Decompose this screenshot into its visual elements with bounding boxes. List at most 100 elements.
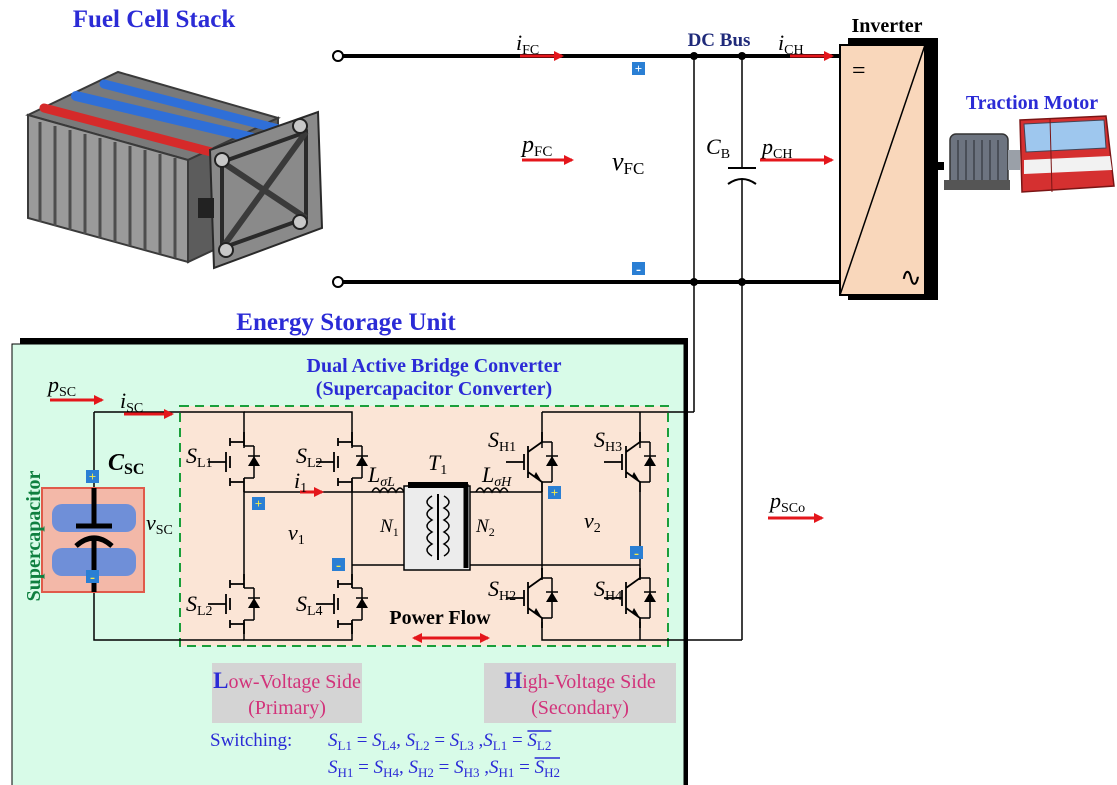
svg-text:iFC: iFC — [516, 30, 539, 58]
svg-text:SH4: SH4 — [594, 576, 622, 604]
row1-op-7: , — [474, 730, 484, 751]
label-n-1-sub: 1 — [393, 525, 399, 539]
svg-text:CSC: CSC — [108, 450, 144, 478]
marker-plus-v1: + — [255, 496, 262, 511]
label-s-h1-sub: H1 — [499, 440, 516, 455]
row2-op-7: , — [480, 757, 490, 778]
row2-term-8-main: S — [489, 757, 499, 778]
row1-term-10-sub: L2 — [537, 738, 551, 753]
label-s-l1-main: S — [186, 443, 197, 468]
svg-text:v2: v2 — [584, 508, 601, 536]
low-voltage-side-subtitle: (Primary) — [248, 697, 326, 719]
row2-term-6-sub: H3 — [464, 765, 480, 780]
label-p-fc-sub: FC — [534, 144, 552, 160]
dab-title-line1: Dual Active Bridge Converter — [307, 355, 562, 377]
label-i-sc-main: i — [120, 388, 126, 413]
high-voltage-side-subtitle: (Secondary) — [531, 697, 629, 719]
svg-text:pCH: pCH — [760, 134, 792, 162]
dc-bus-wiring — [332, 50, 840, 640]
label-s-h4-main: S — [594, 576, 605, 601]
inductor-low-side — [371, 487, 405, 494]
low-voltage-side-box — [212, 663, 362, 723]
label-s-h2-sub: H2 — [499, 589, 516, 604]
label-v-sc-main: v — [146, 510, 156, 535]
svg-text:SH2: SH2 — [488, 576, 516, 604]
label-v-2-main: v — [584, 508, 594, 533]
traction-motor-title: Traction Motor — [966, 92, 1098, 114]
row1-term-2-main: S — [372, 730, 382, 751]
row2-term-8-sub: H1 — [499, 765, 515, 780]
dab-title-line2: (Supercapacitor Converter) — [316, 378, 552, 400]
label-i-ch-main: i — [778, 30, 784, 55]
inductor-high-side — [475, 487, 509, 494]
label-i-1-main: i — [294, 468, 300, 493]
label-c-sc-main: C — [108, 450, 125, 476]
row2-op-3: , — [399, 757, 409, 778]
label-n-1-main: N — [379, 516, 394, 537]
high-side-rest: igh-Voltage Side — [522, 671, 656, 693]
label-l-sigma-l-sub: σL — [380, 475, 395, 490]
label-s-l1-sub: L1 — [197, 456, 213, 471]
row2-term-6-main: S — [454, 757, 464, 778]
row1-term-4-main: S — [406, 730, 416, 751]
switching-row-2: SH1​ = SH4​, SH2​ = SH3​ ,SH1​ = SH2​ — [328, 757, 560, 780]
label-i-ch-sub: CH — [784, 43, 803, 58]
label-p-sco-sub: SCo — [781, 501, 805, 516]
label-v-2-sub: 2 — [594, 521, 601, 536]
svg-text:pSC: pSC — [46, 372, 76, 400]
label-i-1-sub: 1 — [300, 481, 307, 496]
high-voltage-side-box — [484, 663, 676, 723]
row2-term-0-main: S — [328, 757, 338, 778]
polarity-markers: + - + - + - + - — [86, 61, 645, 586]
row1-term-8-sub: L1 — [493, 738, 507, 753]
low-voltage-side-title: Low-Voltage Side — [213, 668, 361, 693]
svg-text:iSC: iSC — [120, 388, 143, 416]
row1-term-6-main: S — [450, 730, 460, 751]
label-v-1-sub: 1 — [298, 533, 305, 548]
dc-bus-label: DC Bus — [688, 30, 751, 51]
energy-storage-unit-title: Energy Storage Unit — [236, 309, 456, 336]
row1-term-8-main: S — [483, 730, 493, 751]
label-s-h3-sub: H3 — [605, 440, 622, 455]
supercapacitor-element — [41, 487, 145, 593]
switching-label: Switching: — [210, 730, 292, 751]
label-s-l4-main: S — [296, 591, 307, 616]
high-side-initial: H — [504, 668, 522, 693]
marker-minus-v2: - — [634, 546, 639, 562]
svg-text:SL2: SL2 — [296, 443, 323, 471]
row2-term-2-main: S — [374, 757, 384, 778]
svg-text:N2: N2 — [475, 516, 495, 539]
svg-text:vFC: vFC — [612, 147, 644, 178]
label-s-l2-top-sub: L2 — [307, 456, 323, 471]
flow-arrows — [50, 51, 834, 643]
supercapacitor-label: Supercapacitor — [23, 471, 45, 602]
label-p-sco-main: p — [768, 488, 781, 513]
label-s-l2-bot-sub: L2 — [197, 604, 213, 619]
row1-term-10-main: S — [527, 730, 537, 751]
label-p-ch-sub: CH — [773, 147, 792, 162]
label-s-l2-top-main: S — [296, 443, 307, 468]
svg-text:pFC: pFC — [520, 132, 552, 160]
label-s-h2-main: S — [488, 576, 499, 601]
row1-term-4-sub: L2 — [415, 738, 429, 753]
row2-term-0-sub: H1 — [338, 765, 354, 780]
row2-op-1: = — [353, 757, 373, 778]
row2-term-2-sub: H4 — [383, 765, 399, 780]
marker-plus-fc: + — [635, 61, 642, 76]
traction-motor-image — [944, 115, 1115, 193]
label-l-sigma-l-main: L — [367, 462, 380, 487]
row2-op-9: = — [514, 757, 534, 778]
label-l-sigma-h-main: L — [481, 462, 494, 487]
label-s-l4-sub: L4 — [307, 604, 323, 619]
svg-text:SL2: SL2 — [186, 591, 213, 619]
label-t-1-main: T — [428, 450, 442, 475]
row2-term-10-main: S — [535, 757, 545, 778]
svg-text:i1: i1 — [294, 468, 307, 496]
label-s-h4-sub: H4 — [605, 589, 622, 604]
label-i-fc-sub: FC — [522, 43, 539, 58]
switching-row-1: SL1​ = SL4​, SL2​ = SL3​ ,SL1​ = SL2​ — [328, 730, 551, 753]
row1-op-3: , — [396, 730, 406, 751]
inverter-block — [839, 38, 944, 300]
